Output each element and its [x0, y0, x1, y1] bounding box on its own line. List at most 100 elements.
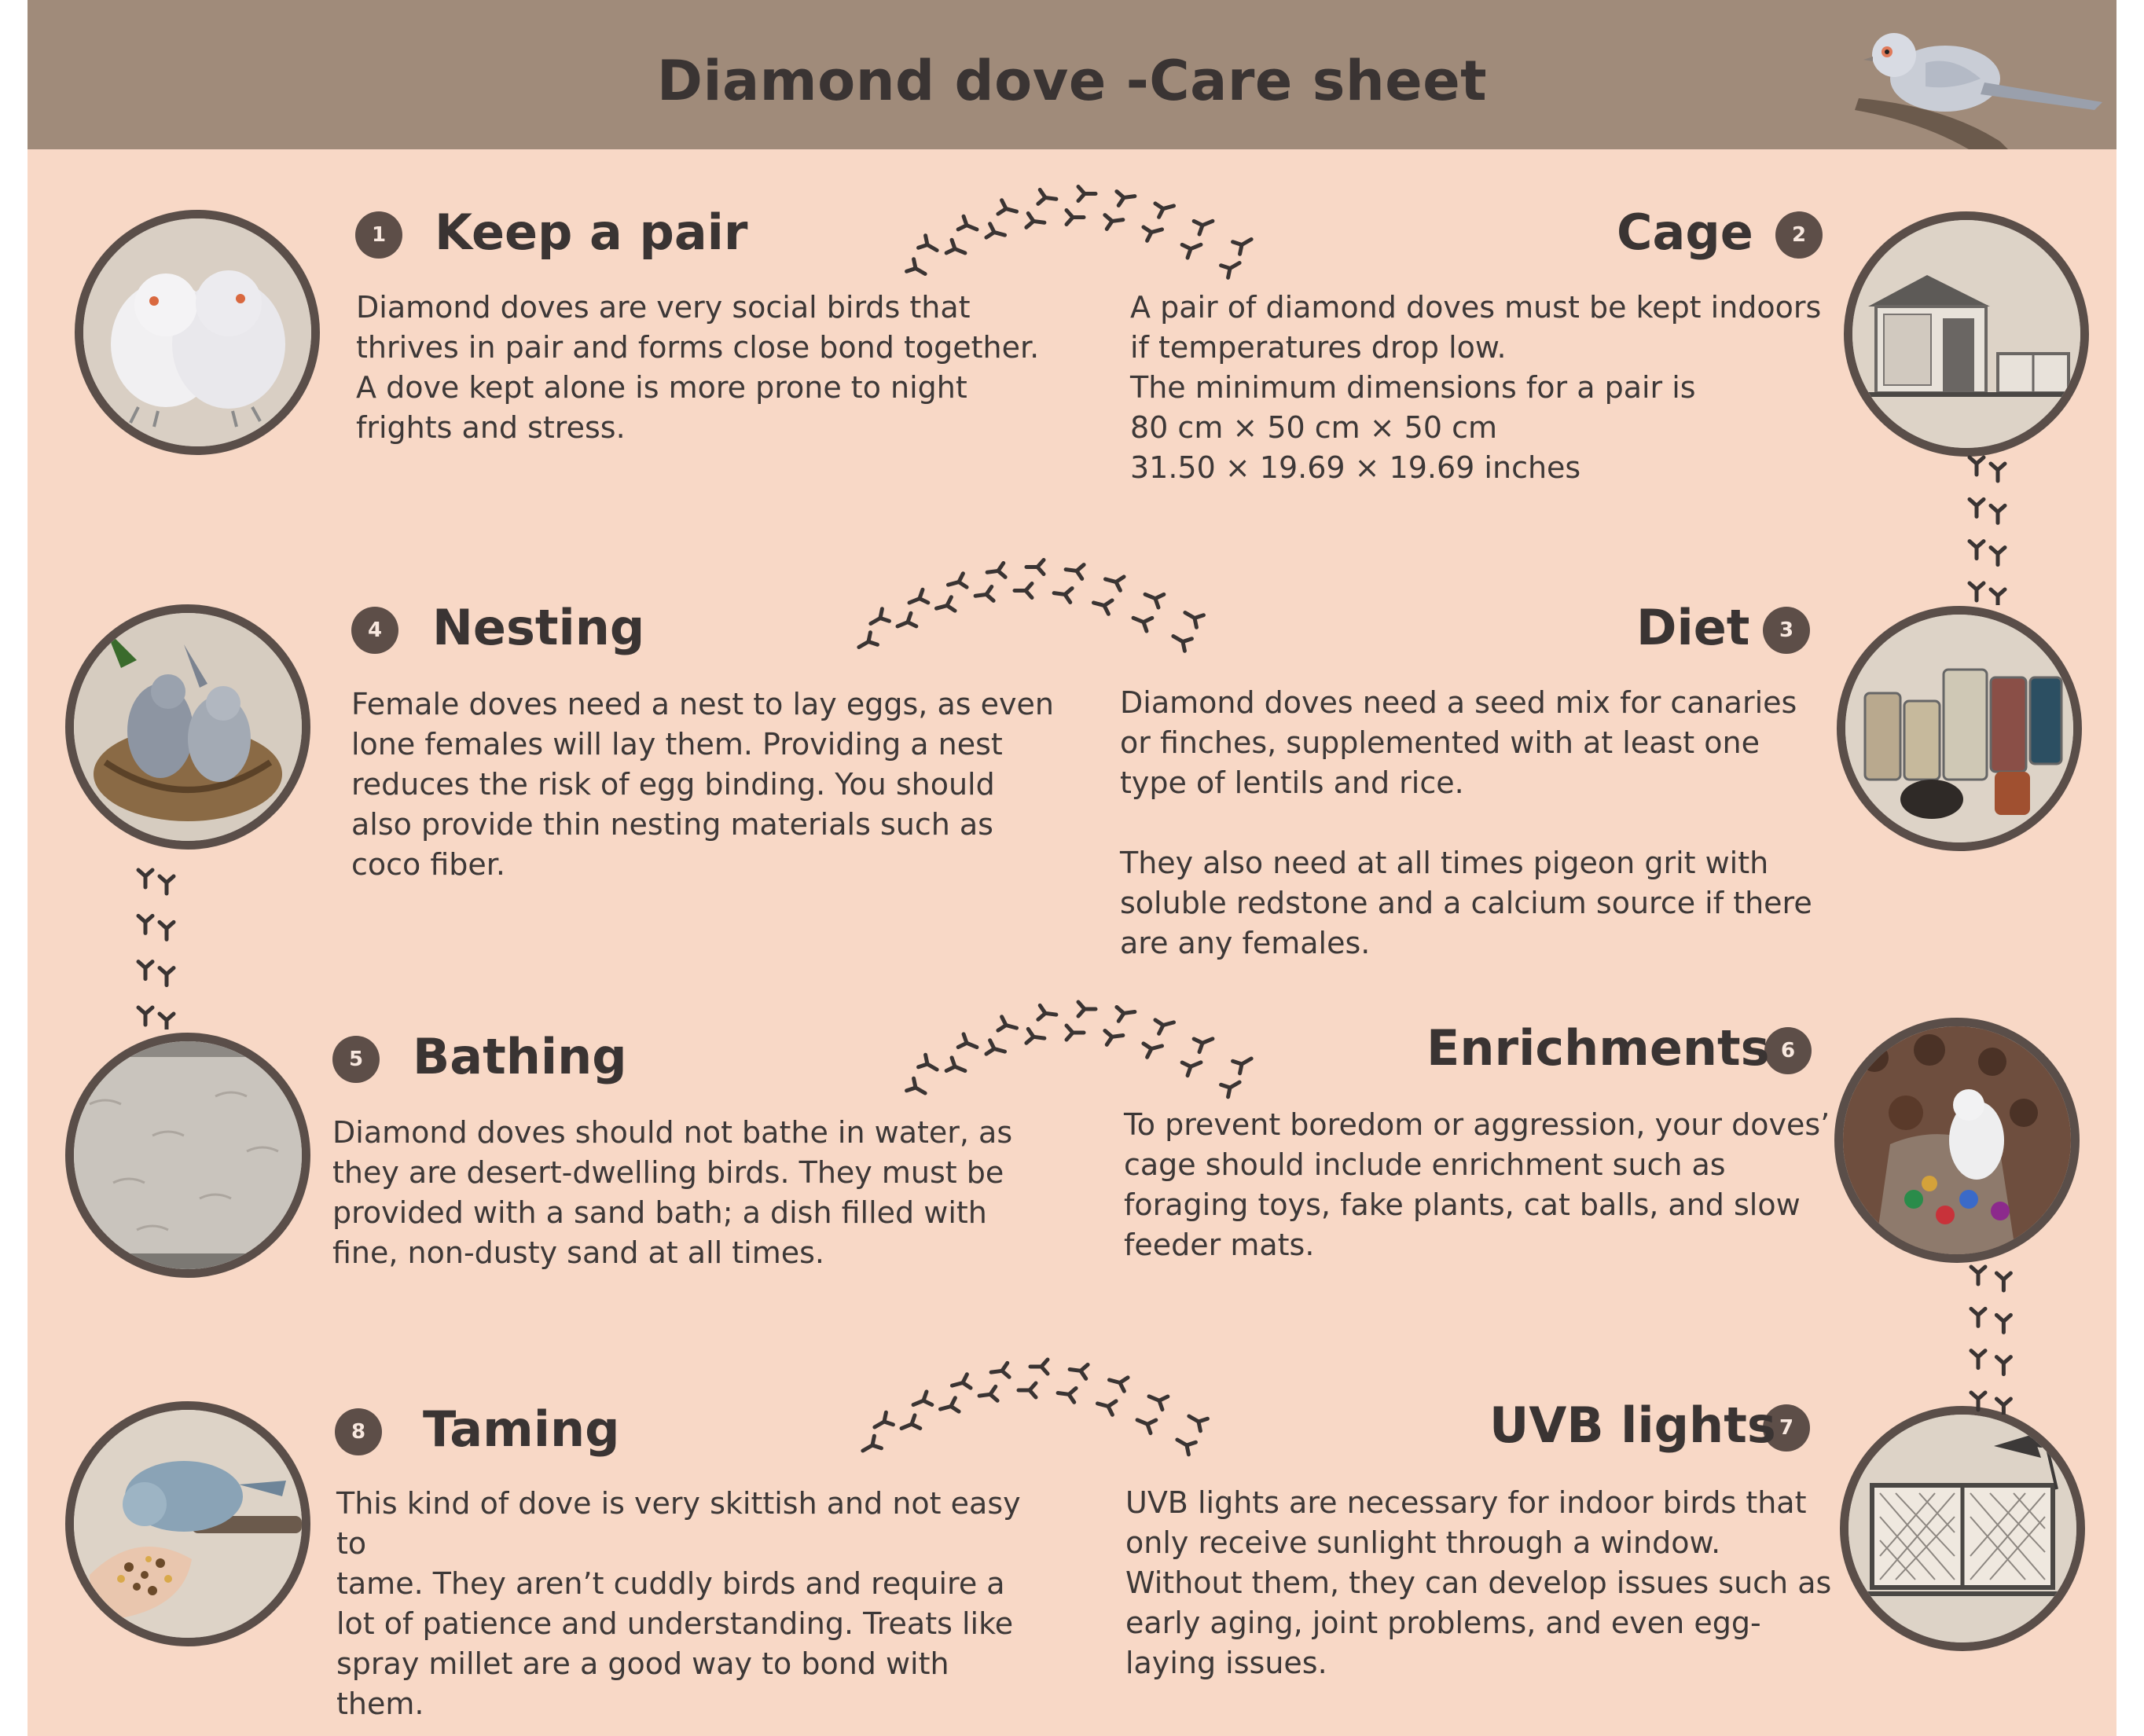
footprint-mark: [1969, 1390, 1988, 1412]
step-number-badge: 3: [1763, 607, 1810, 654]
footprint-mark: [985, 560, 1008, 579]
section-title: Taming: [423, 1400, 620, 1458]
step-number-badge: 4: [351, 607, 398, 654]
footprint-mark: [1231, 237, 1254, 256]
footprint-mark: [916, 233, 939, 252]
footprint-mark: [1131, 615, 1155, 633]
footprint-mark: [996, 1015, 1019, 1033]
care-sheet: Diamond dove -Care sheet 1 Keep a pair D…: [28, 0, 2116, 1736]
footprint-mark: [1175, 1437, 1198, 1457]
footprint-mark: [1107, 1375, 1130, 1393]
footprint-mark: [973, 584, 996, 603]
footprint-mark: [1103, 213, 1125, 231]
footprint-mark: [996, 198, 1019, 216]
footprint-mark: [1988, 503, 2007, 525]
footprint-mark: [1114, 1004, 1137, 1023]
step-number-badge: 7: [1763, 1404, 1810, 1452]
pair-of-doves-image: [75, 210, 320, 455]
footprint-mark: [1219, 261, 1242, 280]
footprint-mark: [1994, 1355, 2013, 1377]
footprint-mark: [1180, 242, 1203, 260]
footprint-mark: [857, 630, 879, 649]
footprint-mark: [934, 595, 957, 613]
footprint-mark: [1153, 201, 1177, 219]
step-number-badge: 5: [332, 1036, 380, 1083]
cage-image: [1844, 211, 2089, 457]
footprint-mark: [1024, 558, 1046, 576]
footprint-mark: [868, 607, 891, 626]
bird-footprint-track-icon: [1967, 455, 2007, 605]
footprint-mark: [1231, 1056, 1254, 1076]
footprint-mark: [905, 1076, 927, 1096]
footprint-mark: [907, 587, 931, 605]
diamond-dove-header-image: [1855, 33, 2102, 149]
footprint-mark: [1969, 1306, 1988, 1328]
header-bar: [28, 0, 2116, 149]
enrichment-toys-image: [1834, 1018, 2080, 1263]
footprint-mark: [944, 1055, 967, 1074]
step-number-badge: 1: [355, 211, 402, 259]
footprint-mark: [1076, 1000, 1098, 1018]
bird-footprint-track-icon: [861, 1357, 1210, 1457]
footprint-mark: [861, 1433, 883, 1453]
footprint-mark: [1191, 1037, 1215, 1055]
footprint-mark: [956, 214, 979, 232]
footprint-mark: [945, 571, 969, 589]
footprint-mark: [1967, 581, 1986, 603]
footprint-mark: [1064, 1023, 1086, 1042]
footprint-mark: [1994, 1397, 2013, 1415]
footprint-mark: [1143, 592, 1166, 610]
footprint-mark: [1067, 1362, 1090, 1381]
footprint-mark: [989, 1360, 1011, 1379]
step-number-badge: 8: [335, 1408, 382, 1455]
footprint-mark: [1994, 1271, 2013, 1293]
sand-bath-image: [65, 1033, 310, 1278]
footprint-mark: [1967, 539, 1986, 561]
footprint-mark: [916, 1052, 939, 1072]
step-number-badge: 6: [1764, 1027, 1812, 1074]
footprint-mark: [157, 919, 176, 941]
footprint-mark: [905, 257, 927, 276]
footprint-mark: [1076, 185, 1098, 203]
footprint-mark: [944, 237, 967, 255]
section-text: A pair of diamond doves must be kept ind…: [1130, 290, 1822, 485]
footprint-mark: [157, 966, 176, 988]
footprint-mark: [1063, 563, 1086, 581]
footprint-mark: [1969, 1264, 1988, 1286]
footprint-mark: [1016, 1381, 1038, 1400]
uvb-lamp-cage-image: [1840, 1406, 2085, 1651]
step-number-badge: 2: [1775, 211, 1823, 259]
footprint-mark: [157, 1011, 176, 1029]
footprint-mark: [1055, 1385, 1078, 1404]
footprint-mark: [1967, 497, 1986, 519]
section-text: Diamond doves need a seed mix for canari…: [1120, 685, 1812, 960]
section-text: Diamond doves are very social birds that…: [356, 290, 1040, 445]
doves-in-nest-image: [65, 604, 310, 850]
section-text: Female doves need a nest to lay eggs, as…: [351, 687, 1054, 882]
footprint-mark: [1171, 634, 1194, 653]
section-title: Bathing: [413, 1028, 627, 1085]
footprint-mark: [1103, 1028, 1125, 1047]
section-title: Cage: [1617, 204, 1753, 261]
footprint-mark: [1988, 587, 2007, 605]
footprint-mark: [1052, 586, 1074, 604]
footprint-mark: [1141, 225, 1165, 243]
dove-eating-from-hand-image: [65, 1401, 310, 1646]
section-text: UVB lights are necessary for indoor bird…: [1125, 1485, 1832, 1680]
section-title: UVB lights: [1489, 1397, 1776, 1454]
footprint-mark: [1180, 1060, 1203, 1078]
footprint-mark: [872, 1410, 895, 1430]
footprint-mark: [1219, 1080, 1242, 1099]
footprint-mark: [1036, 187, 1059, 206]
bird-footprint-track-icon: [1969, 1264, 2013, 1415]
footprint-mark: [1114, 189, 1137, 207]
footprint-mark: [1988, 545, 2007, 567]
footprint-mark: [1994, 1312, 2013, 1334]
footprint-mark: [984, 222, 1008, 240]
footprint-mark: [1028, 1357, 1050, 1376]
footprint-mark: [1103, 574, 1126, 593]
footprint-mark: [895, 611, 919, 629]
footprint-mark: [1967, 455, 1986, 477]
footprint-mark: [1969, 1349, 1988, 1371]
footprint-mark: [1183, 611, 1206, 629]
